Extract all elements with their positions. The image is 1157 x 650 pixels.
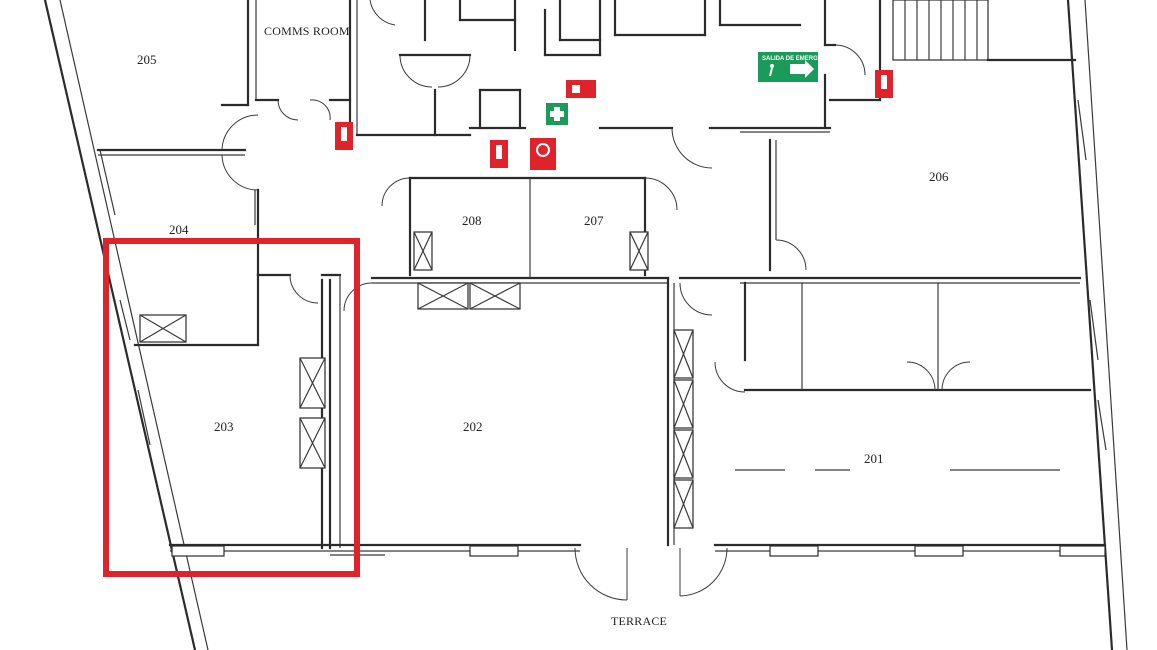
room-202-walls xyxy=(343,276,675,547)
room-label-206: 206 xyxy=(929,169,949,184)
room-206-201-walls xyxy=(678,138,1092,471)
storage-column xyxy=(673,329,694,529)
room-203-walls xyxy=(289,273,385,556)
fire-alarm-icon xyxy=(530,138,556,170)
room-label-201: 201 xyxy=(864,451,884,466)
fire-hose-icon xyxy=(566,80,596,98)
room-label-208: 208 xyxy=(462,213,482,228)
fire-extinguisher-icon xyxy=(875,70,893,98)
room-label-207: 207 xyxy=(584,213,604,228)
room-204-walls xyxy=(96,114,292,347)
central-rooms xyxy=(355,0,882,169)
room-label-202: 202 xyxy=(463,419,483,434)
south-facade xyxy=(168,543,1107,601)
emergency-exit-icon: SALIDA DE EMERGENCIA xyxy=(758,52,837,82)
staircase xyxy=(892,0,1077,62)
first-aid-icon xyxy=(546,103,568,125)
fire-extinguisher-icon xyxy=(335,122,353,150)
east-facade xyxy=(1066,0,1128,650)
fire-extinguisher-icon xyxy=(490,140,508,168)
highlight-box xyxy=(103,238,360,577)
room-label-205: 205 xyxy=(137,52,157,67)
room-label-203: 203 xyxy=(214,419,234,434)
room-205-walls xyxy=(220,0,358,135)
room-label-204: 204 xyxy=(169,222,189,237)
exit-sign-text: SALIDA DE EMERGENCIA xyxy=(762,56,837,62)
room-label-comms: COMMS ROOM xyxy=(264,24,350,38)
west-facade xyxy=(43,0,209,650)
area-label-terrace: TERRACE xyxy=(611,614,667,628)
room-208-207-walls xyxy=(381,176,678,278)
